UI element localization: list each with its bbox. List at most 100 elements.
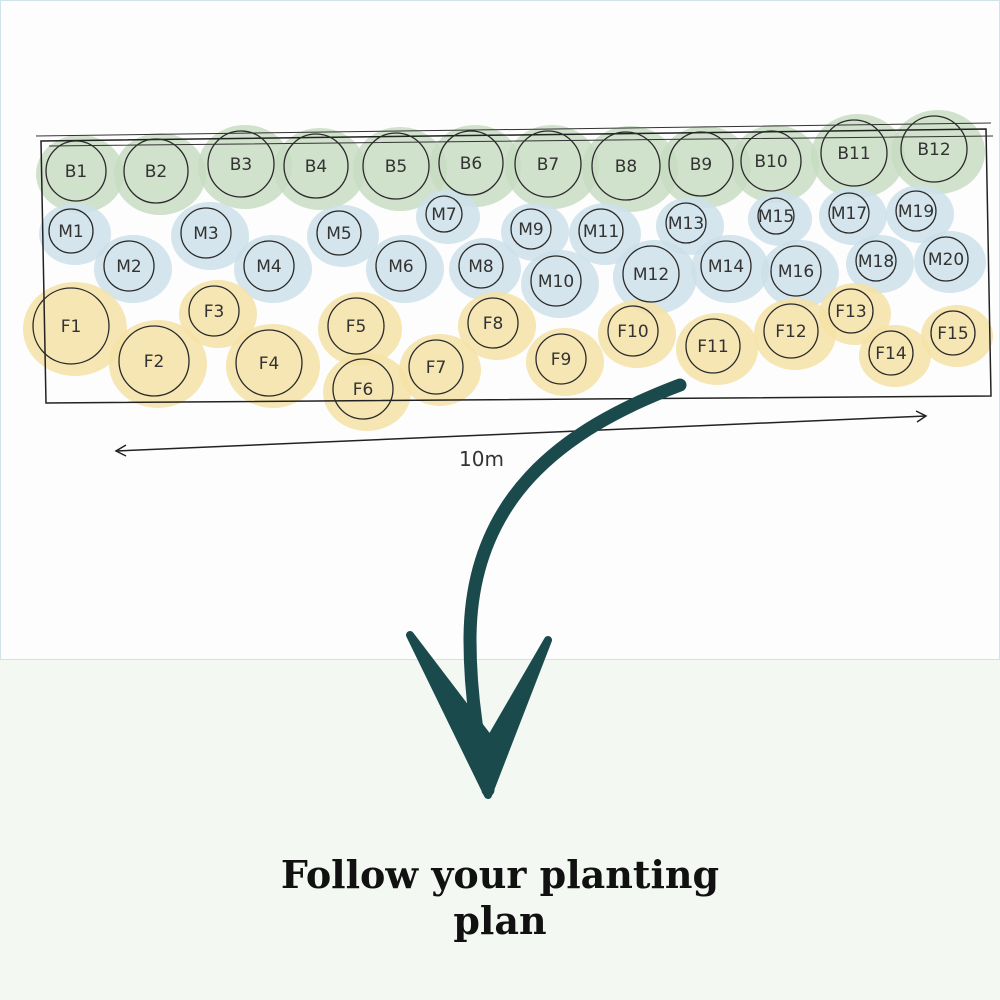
plant-circle bbox=[235, 329, 303, 397]
plant-circle bbox=[123, 138, 189, 204]
plant-m15: M15 bbox=[757, 197, 795, 235]
middle-plant-wash bbox=[501, 203, 569, 261]
plant-circle bbox=[118, 325, 190, 397]
middle-plant-wash bbox=[886, 185, 954, 243]
plant-b5: B5 bbox=[362, 132, 430, 200]
plant-label: M20 bbox=[928, 250, 964, 270]
plant-b9: B9 bbox=[668, 131, 734, 197]
plant-label: F4 bbox=[259, 354, 280, 374]
plant-f13: F13 bbox=[828, 288, 874, 334]
plant-circle bbox=[820, 119, 888, 187]
plant-label: B6 bbox=[460, 154, 482, 174]
plant-f4: F4 bbox=[235, 329, 303, 397]
plant-f15: F15 bbox=[930, 310, 976, 356]
plant-label: F1 bbox=[61, 317, 82, 337]
plant-label: F11 bbox=[697, 337, 728, 357]
plant-b1: B1 bbox=[45, 140, 107, 202]
plant-label: M19 bbox=[898, 202, 934, 222]
plant-label: B8 bbox=[615, 157, 637, 177]
plant-m3: M3 bbox=[180, 207, 232, 259]
middle-plant-wash bbox=[569, 203, 641, 265]
plant-b8: B8 bbox=[591, 131, 661, 201]
plant-label: B7 bbox=[537, 155, 559, 175]
plant-f1: F1 bbox=[32, 287, 110, 365]
plant-m8: M8 bbox=[458, 243, 504, 289]
plant-label: F14 bbox=[875, 344, 906, 364]
plant-b12: B12 bbox=[900, 115, 968, 183]
plant-label: F3 bbox=[204, 302, 225, 322]
middle-plant-wash bbox=[748, 192, 812, 246]
plant-label: B11 bbox=[837, 144, 870, 164]
plant-label: M4 bbox=[256, 257, 281, 277]
plant-circle bbox=[622, 245, 680, 303]
plant-f7: F7 bbox=[408, 339, 464, 395]
plant-circle bbox=[207, 130, 275, 198]
plant-m11: M11 bbox=[578, 208, 624, 254]
middle-plant-wash bbox=[914, 231, 986, 293]
plant-circle bbox=[188, 285, 240, 337]
plant-b3: B3 bbox=[207, 130, 275, 198]
plant-label: F10 bbox=[617, 322, 648, 342]
plant-label: B9 bbox=[690, 155, 712, 175]
dimension-label: 10m bbox=[459, 447, 504, 471]
plant-label: B2 bbox=[145, 162, 167, 182]
plant-m9: M9 bbox=[510, 208, 552, 250]
back-plant-wash bbox=[36, 135, 124, 213]
middle-plant-wash bbox=[846, 235, 914, 293]
plant-circle bbox=[48, 208, 94, 254]
plant-m16: M16 bbox=[770, 245, 822, 297]
plant-m13: M13 bbox=[665, 202, 707, 244]
front-plant-wash bbox=[109, 320, 207, 408]
plant-label: M12 bbox=[633, 265, 669, 285]
plant-f2: F2 bbox=[118, 325, 190, 397]
plant-circle bbox=[763, 303, 819, 359]
middle-plant-wash bbox=[416, 190, 480, 244]
plant-circle bbox=[900, 115, 968, 183]
plant-circle bbox=[375, 240, 427, 292]
plant-circle bbox=[668, 131, 734, 197]
plant-m14: M14 bbox=[700, 240, 752, 292]
plant-m12: M12 bbox=[622, 245, 680, 303]
plant-m20: M20 bbox=[923, 236, 969, 282]
plant-circle bbox=[665, 202, 707, 244]
middle-plant-wash bbox=[449, 238, 521, 300]
plant-b2: B2 bbox=[123, 138, 189, 204]
plant-m2: M2 bbox=[103, 240, 155, 292]
plant-label: F2 bbox=[144, 352, 165, 372]
plant-circle bbox=[332, 358, 394, 420]
plant-circle bbox=[514, 130, 582, 198]
plant-f6: F6 bbox=[332, 358, 394, 420]
front-plant-wash bbox=[921, 305, 993, 367]
plant-circle bbox=[757, 197, 795, 235]
plant-label: F6 bbox=[353, 380, 374, 400]
plant-circle bbox=[45, 140, 107, 202]
plant-label: B1 bbox=[65, 162, 87, 182]
plant-circle bbox=[327, 297, 385, 355]
plant-f11: F11 bbox=[685, 318, 741, 374]
plant-label: M3 bbox=[193, 224, 218, 244]
plant-circle bbox=[923, 236, 969, 282]
plant-m7: M7 bbox=[425, 195, 463, 233]
plant-m4: M4 bbox=[243, 240, 295, 292]
plant-m18: M18 bbox=[855, 240, 897, 282]
plant-label: F9 bbox=[551, 350, 572, 370]
plant-label: M6 bbox=[388, 257, 413, 277]
plant-circle bbox=[591, 131, 661, 201]
plant-label: M7 bbox=[431, 205, 456, 225]
plant-label: F15 bbox=[937, 324, 968, 344]
dimension-line: 10m bbox=[114, 410, 928, 471]
plant-f8: F8 bbox=[467, 297, 519, 349]
plant-circle bbox=[895, 190, 937, 232]
plant-circle bbox=[868, 330, 914, 376]
plant-b7: B7 bbox=[514, 130, 582, 198]
plant-circle bbox=[458, 243, 504, 289]
plant-circle bbox=[770, 245, 822, 297]
plant-circle bbox=[930, 310, 976, 356]
plant-m6: M6 bbox=[375, 240, 427, 292]
plant-circle bbox=[828, 288, 874, 334]
plant-circle bbox=[685, 318, 741, 374]
plant-m10: M10 bbox=[530, 255, 582, 307]
plant-label: M18 bbox=[858, 252, 894, 272]
